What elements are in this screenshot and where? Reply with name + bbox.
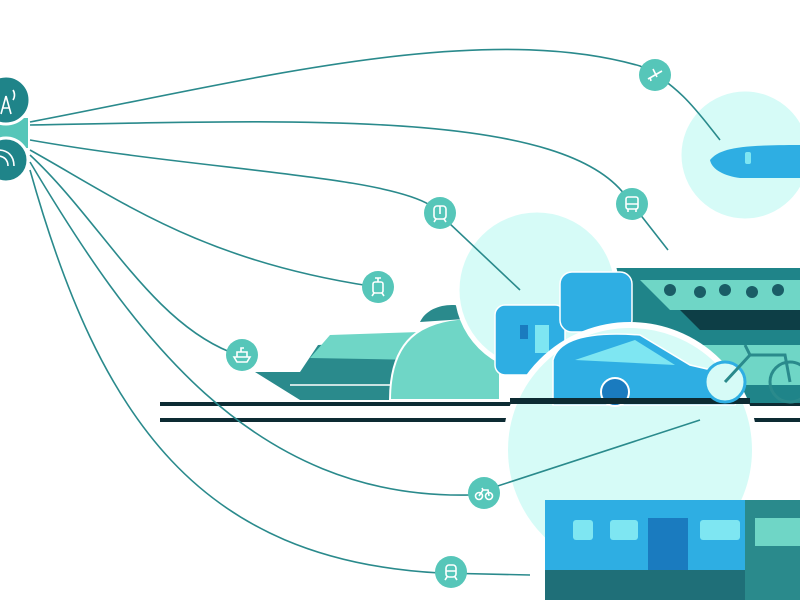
rail-tracks — [160, 402, 800, 422]
network-hub — [0, 74, 32, 184]
commuter-train-car — [745, 500, 800, 600]
camper-lens — [454, 207, 633, 376]
node-tram[interactable] — [362, 271, 394, 303]
bicycle — [703, 344, 800, 404]
car-train-lens — [502, 322, 758, 600]
airplane-icon — [647, 68, 663, 82]
connection-lines — [29, 48, 721, 576]
wifi-signal-icon — [0, 149, 15, 167]
node-bus[interactable] — [616, 188, 648, 220]
node-metro[interactable] — [424, 197, 456, 229]
passenger-silhouettes — [664, 284, 784, 298]
node-airplane[interactable] — [639, 59, 671, 91]
ship-icon — [232, 347, 252, 363]
airplane-lens — [678, 88, 800, 222]
node-bus-front[interactable] — [435, 556, 467, 588]
antenna-tower-icon — [0, 89, 16, 115]
node-ship[interactable] — [226, 339, 258, 371]
tram-icon — [371, 277, 385, 297]
metro-icon — [433, 205, 447, 223]
bicycle-icon — [474, 487, 494, 501]
bus-icon — [625, 196, 639, 212]
node-bicycle[interactable] — [468, 477, 500, 509]
bus-front-icon — [444, 564, 458, 581]
